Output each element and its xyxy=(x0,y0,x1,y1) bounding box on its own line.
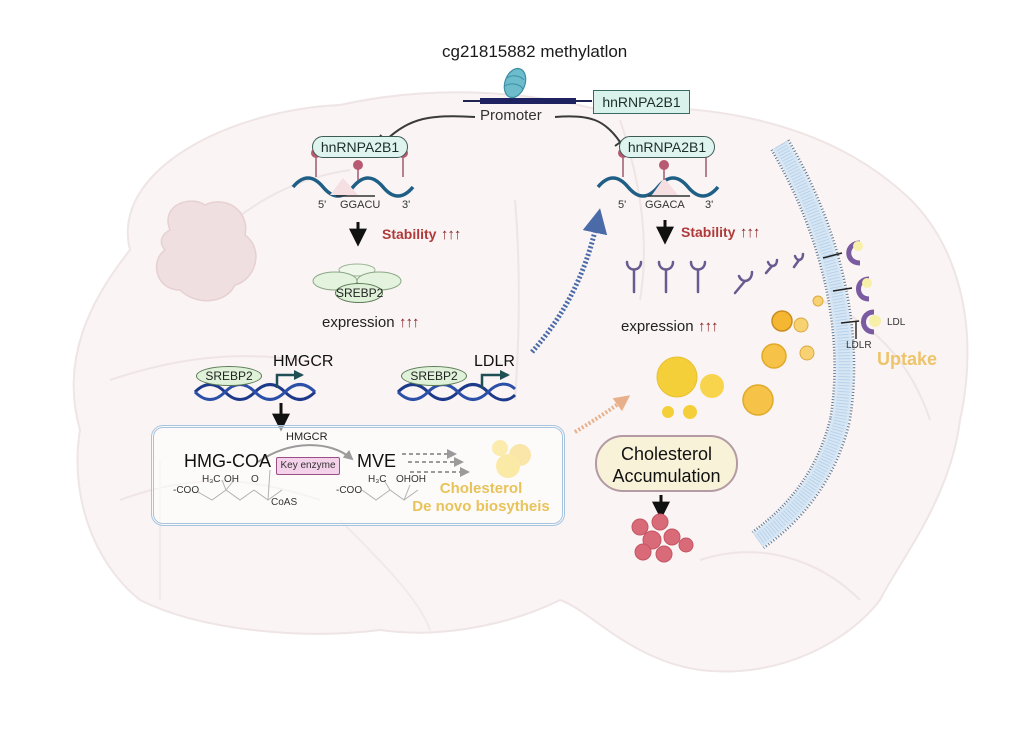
ldlr-receptors xyxy=(625,252,805,295)
hnrnpa2b1-protein-right: hnRNPA2B1 xyxy=(619,136,715,158)
expression-label-right: expression xyxy=(621,318,694,335)
srebp2-factor-ldlr: SREBP2 xyxy=(401,366,467,386)
nucleosome-icon xyxy=(503,67,527,99)
promoter-label: Promoter xyxy=(480,107,542,124)
hmg-group-oh: OH xyxy=(224,474,239,485)
dotted-arrow-to-cholesterol xyxy=(573,395,631,434)
dotted-arrow-ldlr-to-rna xyxy=(530,208,608,354)
key-enzyme-tag: Key enzyme xyxy=(276,457,340,475)
up-arrows-icon: ↑↑↑ xyxy=(698,318,718,335)
tss-arrow-hmgcr xyxy=(275,370,304,388)
tumor-blob xyxy=(155,200,257,302)
hmg-group-o: O xyxy=(251,474,259,485)
three-prime-right: 3' xyxy=(705,199,714,211)
gene-ldlr: LDLR xyxy=(474,353,515,370)
inhibit-arc-right xyxy=(554,115,621,143)
srebp2-protein: SREBP2 xyxy=(335,283,383,303)
stability-label-right: Stability xyxy=(681,224,736,240)
substrate-hmg-coa: HMG-COA xyxy=(184,451,271,471)
uptake-label: Uptake xyxy=(877,349,938,369)
motif-right: GGACA xyxy=(645,199,685,211)
srebp2-factor-hmgcr: SREBP2 xyxy=(196,366,262,386)
up-arrows-icon: ↑↑↑ xyxy=(739,224,760,241)
up-arrows-icon: ↑↑↑ xyxy=(440,226,461,243)
enzyme-label: HMGCR xyxy=(286,431,328,443)
hmg-group-coas: CoAS xyxy=(271,497,298,508)
de-novo-line2: De novo biosytheis xyxy=(412,498,550,515)
dna-helix-ldlr xyxy=(396,382,517,402)
de-novo-line1: Cholesterol xyxy=(439,480,523,497)
stability-label-left: Stability xyxy=(382,226,437,242)
stability-right: Stability ↑↑↑ xyxy=(681,224,760,242)
dna-helix-hmgcr xyxy=(193,383,317,401)
ldl-label: LDL xyxy=(887,317,906,328)
figure-title: cg21815882 methylatlon xyxy=(442,42,628,61)
gene-hmgcr: HMGCR xyxy=(273,353,334,370)
promoter-dna xyxy=(463,98,592,104)
five-prime-right: 5' xyxy=(618,199,627,211)
cell-membrane xyxy=(751,139,856,549)
rna-strand-right xyxy=(596,148,720,198)
expression-right: expression ↑↑↑ xyxy=(621,318,718,336)
hmg-group-coo: -COO xyxy=(173,485,200,496)
motif-left: GGACU xyxy=(340,199,381,211)
stability-left: Stability ↑↑↑ xyxy=(382,226,461,244)
mve-group-h3c: H₃C xyxy=(368,474,387,485)
membrane-receptor-ldl xyxy=(822,240,881,339)
expression-label-left: expression xyxy=(322,314,395,331)
ldlr-label: LDLR xyxy=(846,340,872,351)
hnrnpa2b1-protein-left: hnRNPA2B1 xyxy=(312,136,408,158)
cholesterol-droplets-center xyxy=(656,295,824,419)
expression-left: expression ↑↑↑ xyxy=(322,314,419,332)
accumulation-line2: Accumulation xyxy=(612,466,721,486)
product-mve: MVE xyxy=(357,451,397,471)
de-novo-label: Cholesterol De novo biosytheis xyxy=(406,480,556,516)
mve-group-coo: -COO xyxy=(336,485,363,496)
up-arrows-icon: ↑↑↑ xyxy=(399,314,419,331)
tumor-cell-cluster xyxy=(631,513,694,563)
three-prime-left: 3' xyxy=(402,199,411,211)
inhibit-arc-left xyxy=(385,115,476,141)
cholesterol-accumulation-box: Cholesterol Accumulation xyxy=(595,435,738,492)
accumulation-line1: Cholesterol xyxy=(620,444,713,464)
mve-group-ohoh: OHOH xyxy=(396,474,426,485)
de-novo-pathway-box xyxy=(151,425,565,526)
promoter-gene-box: hnRNPA2B1 xyxy=(593,90,690,114)
tss-arrow-ldlr xyxy=(480,370,510,388)
five-prime-left: 5' xyxy=(318,199,327,211)
hmg-group-h3c: H₃C xyxy=(202,474,221,485)
srebp2-cluster xyxy=(312,263,402,291)
